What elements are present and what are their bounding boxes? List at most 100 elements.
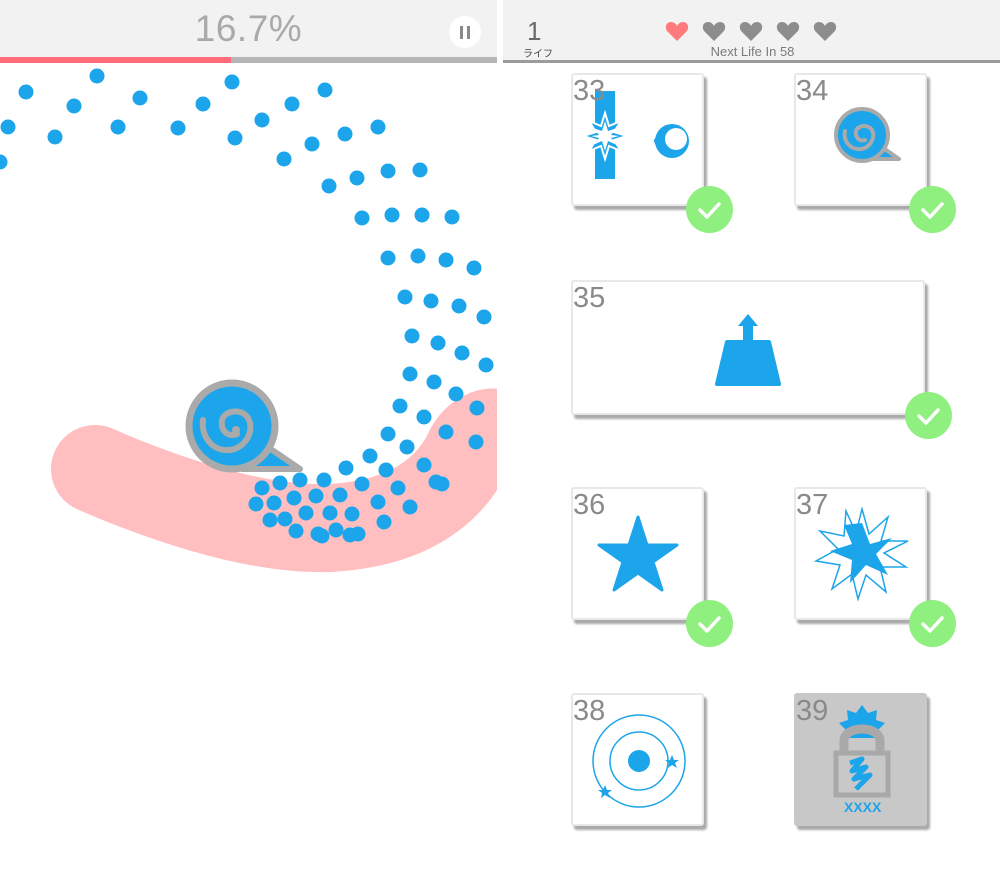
dot [298,505,314,521]
dot [466,260,482,276]
dot [454,345,470,361]
dot [344,506,360,522]
level-select-header: 1 ライフ Next Life In 58 [503,0,1000,63]
dot [392,398,408,414]
dot [444,209,460,225]
dot [277,511,293,527]
heart-empty-icon [813,22,837,41]
dot [402,366,418,382]
level-number: 39 [796,695,829,727]
dot [292,472,308,488]
dot [362,448,378,464]
dot [423,293,439,309]
dot [227,130,243,146]
level-select-screen: 1 ライフ Next Life In 58 33 34 [503,0,1000,883]
dot [254,480,270,496]
dot [304,136,320,152]
dot [478,357,494,373]
dot [451,298,467,314]
level-card-39[interactable]: XXXX 39 [794,693,927,826]
dot [338,460,354,476]
orbit-icon [592,714,686,808]
dot [349,170,365,186]
dot [224,74,240,90]
dot [370,494,386,510]
dot [416,409,432,425]
dot [384,207,400,223]
dot [380,163,396,179]
dot [0,119,16,135]
heart-empty-icon [702,22,726,41]
dot [354,210,370,226]
level-card-38[interactable]: 38 [571,693,704,826]
dot [18,84,34,100]
dot [469,400,485,416]
dot [376,514,392,530]
level-number: 34 [796,75,829,107]
dot [328,522,344,538]
dot [414,207,430,223]
dot [248,496,264,512]
dot [412,162,428,178]
dot [426,374,442,390]
dot [0,154,8,170]
hearts-row [665,20,837,42]
falling-dots [0,68,494,544]
life-count: 1 [527,16,542,46]
dot [332,487,348,503]
game-header: 16.7% [0,0,497,60]
dot [284,96,300,112]
game-screen: 16.7% [0,0,497,883]
level-number: 35 [573,282,606,314]
dot [410,248,426,264]
level-number: 38 [573,695,606,727]
dot [262,512,278,528]
dot [317,82,333,98]
dot [390,480,406,496]
dot [266,495,282,511]
weight-push-up-icon [715,314,781,386]
heart-empty-icon [739,22,763,41]
level-card-36[interactable]: 36 [571,487,704,620]
level-card-35[interactable]: 35 [571,280,925,415]
level-number: 36 [573,489,606,521]
level-card-34[interactable]: 34 [794,73,927,206]
pause-icon [460,25,463,39]
dot [438,424,454,440]
dot [416,457,432,473]
progress-percentage: 16.7% [194,8,303,49]
svg-text:XXXX: XXXX [844,799,882,815]
level-card-33[interactable]: 33 [571,73,704,206]
dot [430,335,446,351]
dot [314,528,330,544]
life-label: ライフ [523,49,553,60]
dot [272,475,288,491]
dot [195,96,211,112]
next-life-timer: Next Life In 58 [710,44,795,59]
dot [276,151,292,167]
dot [170,120,186,136]
dot [288,523,304,539]
star-icon [597,515,679,592]
dot [286,490,302,506]
completed-check-icon [909,186,956,233]
dot [438,252,454,268]
snail-shell-icon[interactable] [185,379,303,473]
dot [321,178,337,194]
dot [254,112,270,128]
heart-empty-icon [776,22,800,41]
play-field[interactable] [0,63,497,883]
dot [402,499,418,515]
dot [397,289,413,305]
dot [378,462,394,478]
dot [354,476,370,492]
completed-check-icon [909,600,956,647]
dot [399,439,415,455]
dot [370,119,386,135]
level-card-37[interactable]: 37 [794,487,927,620]
dot [47,129,63,145]
dot [380,426,396,442]
dot [404,328,420,344]
pause-button[interactable] [449,16,481,48]
heart-filled-icon [665,22,689,41]
